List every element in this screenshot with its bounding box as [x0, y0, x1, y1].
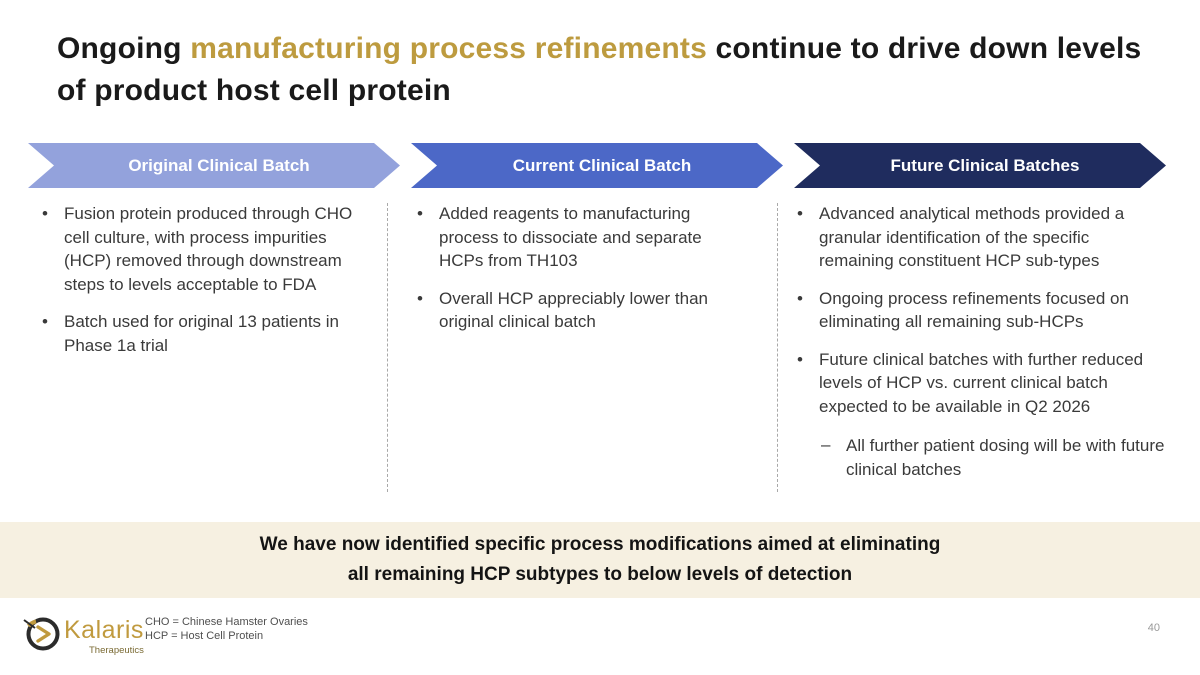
callout-line-1: We have now identified specific process …: [259, 534, 941, 555]
bullet-marker: •: [797, 349, 803, 369]
title-post: continue to drive down levels of product…: [57, 32, 1142, 107]
list-item: • Batch used for original 13 patients in…: [40, 310, 372, 357]
footnotes: CHO = Chinese Hamster Ovaries HCP = Host…: [145, 615, 308, 643]
list-item: • Added reagents to manufacturing proces…: [415, 202, 750, 273]
bullet-marker: •: [42, 312, 48, 331]
footnote-cho: CHO = Chinese Hamster Ovaries: [145, 616, 308, 628]
bullet-marker: •: [417, 288, 423, 308]
page-title: Ongoing manufacturing process refinement…: [57, 28, 1162, 112]
logo-subtitle: Therapeutics: [89, 645, 144, 656]
kalaris-logo-icon: [23, 617, 60, 651]
column-divider: [777, 203, 778, 492]
title-highlight: manufacturing process refinements: [190, 32, 707, 65]
process-arrows: Original Clinical Batch Current Clinical…: [28, 143, 1166, 188]
bullet-marker: •: [417, 204, 423, 223]
list-item: • Overall HCP appreciably lower than ori…: [415, 287, 750, 334]
logo-name: Kalaris: [64, 616, 144, 644]
page-number: 40: [1147, 622, 1160, 634]
sub-list-item: – All further patient dosing will be wit…: [821, 434, 1167, 481]
column-current-clinical-batch: • Added reagents to manufacturing proces…: [415, 202, 750, 348]
bullet-marker: •: [42, 204, 48, 223]
bullet-text: Ongoing process refinements focused on e…: [819, 288, 1129, 332]
footnote-hcp: HCP = Host Cell Protein: [145, 630, 264, 642]
slide-footer: Kalaris Therapeutics CHO = Chinese Hamst…: [0, 598, 1200, 675]
bullet-text: Overall HCP appreciably lower than origi…: [439, 288, 708, 332]
callout-banner: We have now identified specific process …: [0, 522, 1200, 598]
list-item: • Future clinical batches with further r…: [795, 348, 1167, 419]
bullet-text: Added reagents to manufacturing process …: [439, 204, 702, 270]
sub-bullet-text: All further patient dosing will be with …: [846, 436, 1165, 479]
kalaris-logo-text: Kalaris Therapeutics: [64, 616, 144, 656]
arrow-current-clinical-batch: Current Clinical Batch: [411, 143, 783, 188]
title-pre: Ongoing: [57, 32, 191, 65]
list-item: • Advanced analytical methods provided a…: [795, 202, 1167, 273]
bullet-marker: •: [797, 288, 803, 308]
arrow-label: Original Clinical Batch: [128, 155, 310, 175]
column-future-clinical-batches: • Advanced analytical methods provided a…: [795, 202, 1167, 481]
bullet-text: Batch used for original 13 patients in P…: [64, 312, 340, 355]
arrow-original-clinical-batch: Original Clinical Batch: [28, 143, 400, 188]
dash-marker: –: [821, 435, 831, 454]
bullet-marker: •: [797, 204, 803, 223]
arrow-label: Current Clinical Batch: [512, 155, 692, 175]
kalaris-logo: Kalaris Therapeutics: [22, 613, 144, 656]
column-divider: [387, 203, 388, 492]
arrow-future-clinical-batches: Future Clinical Batches: [794, 143, 1166, 188]
bullet-text: Fusion protein produced through CHO cell…: [64, 204, 353, 294]
callout-line-2: all remaining HCP subtypes to below leve…: [347, 564, 853, 585]
column-original-clinical-batch: • Fusion protein produced through CHO ce…: [40, 202, 372, 371]
list-item: • Fusion protein produced through CHO ce…: [40, 202, 372, 296]
arrow-label: Future Clinical Batches: [890, 155, 1080, 175]
bullet-text: Advanced analytical methods provided a g…: [819, 204, 1125, 270]
list-item: • Ongoing process refinements focused on…: [795, 287, 1167, 334]
bullet-text: Future clinical batches with further red…: [819, 349, 1144, 416]
